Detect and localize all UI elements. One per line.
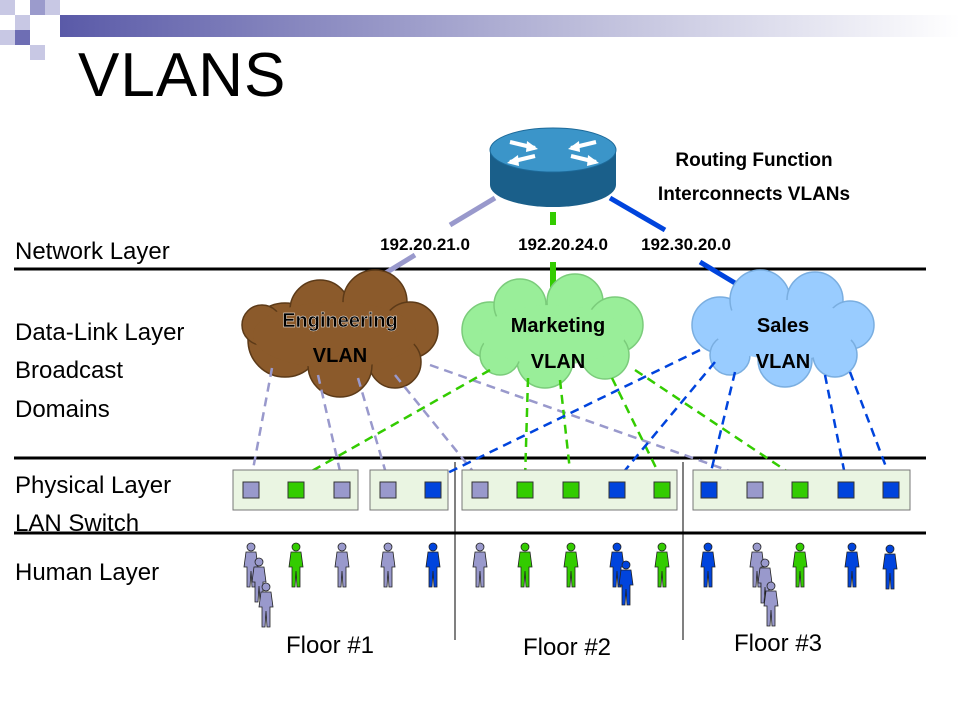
broadcast-link bbox=[394, 374, 481, 481]
vlan-label: VLAN bbox=[313, 345, 367, 367]
person-icon bbox=[472, 542, 488, 588]
router-caption: Routing Function bbox=[675, 150, 832, 171]
subnet-label: 192.20.21.0 bbox=[380, 235, 470, 254]
marketing-vlan-cloud bbox=[461, 273, 644, 389]
header-gradient-bar bbox=[60, 15, 960, 37]
broadcast-link bbox=[707, 371, 737, 481]
person-icon bbox=[425, 542, 441, 588]
router-caption: Interconnects VLANs bbox=[658, 184, 850, 205]
subnet-label: 192.30.20.0 bbox=[641, 235, 731, 254]
broadcast-link bbox=[616, 361, 716, 481]
sales-vlan-cloud bbox=[691, 269, 875, 388]
person-icon bbox=[380, 542, 396, 588]
switch-port bbox=[653, 481, 671, 499]
person-icon bbox=[792, 542, 808, 588]
floor-label: Floor #3 bbox=[734, 630, 822, 657]
switch-port bbox=[242, 481, 260, 499]
broadcast-link bbox=[295, 368, 491, 482]
switch-port bbox=[516, 481, 534, 499]
slide-title: VLANS bbox=[78, 41, 287, 110]
broadcast-link bbox=[249, 367, 274, 481]
switch-port bbox=[746, 481, 764, 499]
person-icon bbox=[654, 542, 670, 588]
switch-port bbox=[379, 481, 397, 499]
datalink-layer-label: Domains bbox=[15, 396, 110, 423]
switch-port bbox=[471, 481, 489, 499]
broadcast-link bbox=[610, 377, 664, 481]
broadcast-link bbox=[523, 377, 530, 481]
physical-layer-label: LAN Switch bbox=[15, 510, 140, 537]
vlan-label: VLAN bbox=[531, 351, 585, 373]
switch-port bbox=[791, 481, 809, 499]
broadcast-link bbox=[634, 368, 801, 482]
switch-ports bbox=[242, 481, 900, 499]
floor-label: Floor #1 bbox=[286, 632, 374, 659]
users bbox=[243, 542, 898, 628]
header-square bbox=[30, 45, 45, 60]
person-icon bbox=[700, 542, 716, 588]
broadcast-domain-links bbox=[249, 348, 893, 482]
broadcast-link bbox=[558, 379, 573, 481]
person-icon bbox=[882, 544, 898, 590]
engineering-vlan-cloud bbox=[241, 269, 439, 398]
person-icon bbox=[288, 542, 304, 588]
human-layer-label: Human Layer bbox=[15, 559, 160, 586]
person-icon bbox=[844, 542, 860, 588]
vlan-label: VLAN bbox=[756, 351, 810, 373]
header-square bbox=[0, 30, 15, 45]
lan-switch bbox=[692, 469, 911, 511]
vlan-name: Sales bbox=[757, 315, 809, 337]
person-icon bbox=[258, 582, 274, 628]
subnet-label: 192.20.24.0 bbox=[518, 235, 608, 254]
network-layer-label: Network Layer bbox=[15, 238, 170, 265]
router-link-engineering bbox=[448, 195, 497, 228]
vlan-name: Engineering bbox=[282, 310, 398, 332]
header-square bbox=[15, 15, 30, 30]
person-icon bbox=[609, 542, 625, 588]
switch-port bbox=[882, 481, 900, 499]
person-icon bbox=[334, 542, 350, 588]
header-square bbox=[30, 0, 45, 15]
person-icon bbox=[517, 542, 533, 588]
header-decoration bbox=[0, 0, 960, 60]
header-square bbox=[15, 30, 30, 45]
datalink-layer-label: Data-Link Layer bbox=[15, 319, 185, 346]
vlan-name: Marketing bbox=[511, 315, 605, 337]
broadcast-link bbox=[316, 374, 344, 481]
person-icon bbox=[618, 560, 634, 606]
switch-port bbox=[424, 481, 442, 499]
broadcast-link bbox=[429, 363, 756, 482]
switch-port bbox=[700, 481, 718, 499]
broadcast-link bbox=[432, 348, 701, 482]
broadcast-link bbox=[823, 374, 848, 481]
floor-label: Floor #2 bbox=[523, 634, 611, 661]
broadcast-link bbox=[356, 377, 390, 481]
router-link-sales bbox=[608, 195, 667, 233]
header-square bbox=[45, 0, 60, 15]
broadcast-link bbox=[848, 371, 893, 481]
person-icon bbox=[763, 581, 779, 627]
datalink-layer-label: Broadcast bbox=[15, 357, 124, 384]
person-icon bbox=[563, 542, 579, 588]
switch-port bbox=[333, 481, 351, 499]
router-icon bbox=[489, 127, 617, 207]
switch-port bbox=[837, 481, 855, 499]
header-square bbox=[0, 0, 15, 15]
physical-layer-label: Physical Layer bbox=[15, 472, 172, 499]
switch-port bbox=[287, 481, 305, 499]
switch-port bbox=[562, 481, 580, 499]
switch-port bbox=[608, 481, 626, 499]
